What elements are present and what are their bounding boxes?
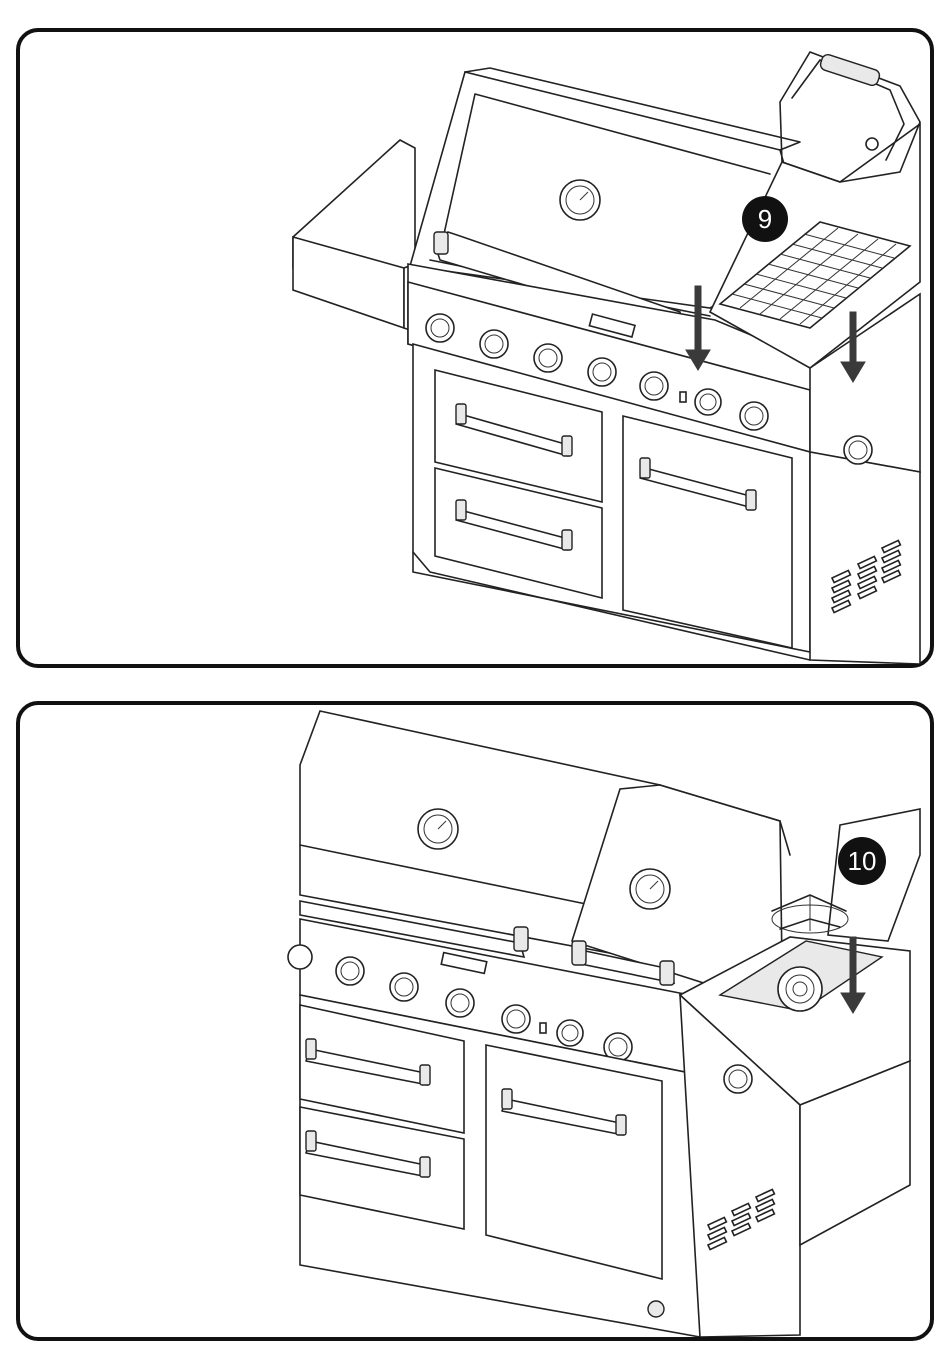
step-number-badge: 10 (838, 837, 886, 885)
step-10-panel: 10 (16, 701, 934, 1341)
step-9-panel: 9 (16, 28, 934, 668)
lid-handle (819, 53, 881, 87)
left-side-shelf (293, 140, 415, 332)
grill-illustration-step-10 (20, 705, 930, 1337)
step-number-badge: 9 (742, 196, 788, 242)
grill-illustration-step-9 (20, 32, 930, 664)
